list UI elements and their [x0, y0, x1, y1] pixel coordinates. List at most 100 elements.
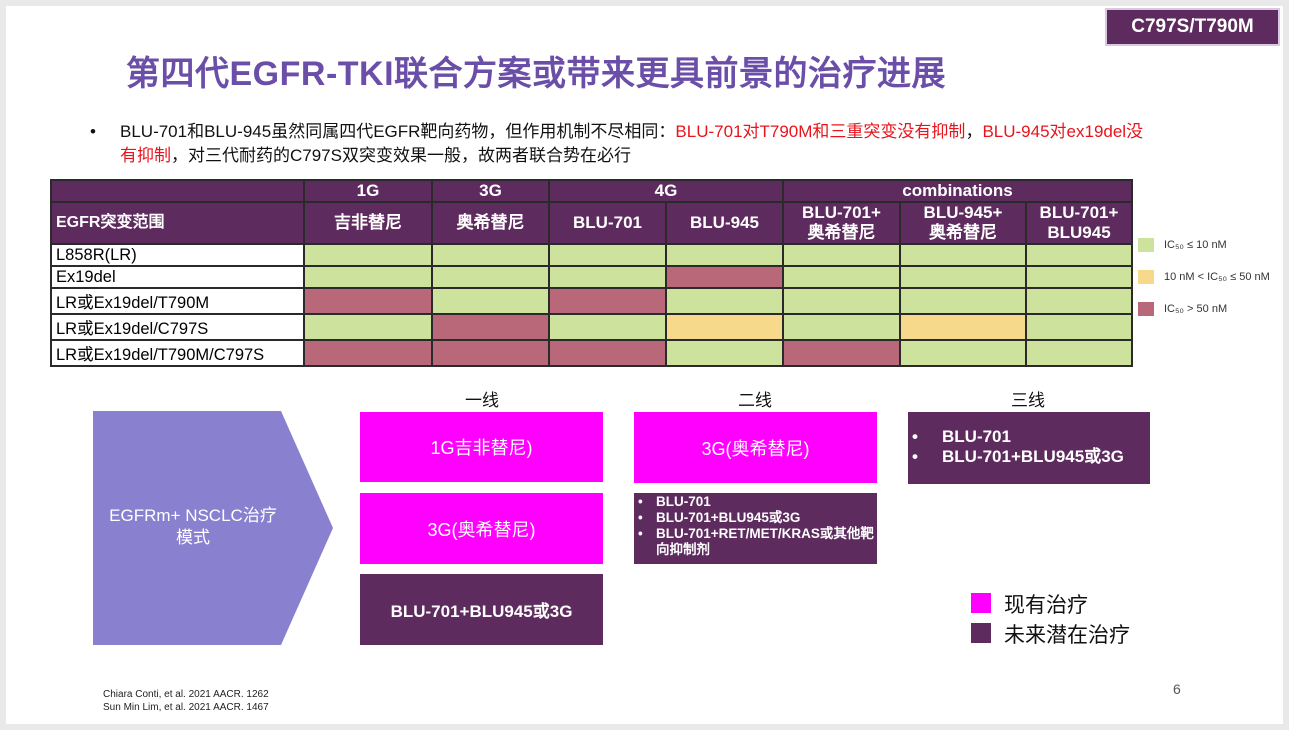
ic50-cell — [665, 339, 784, 367]
second-line-heading: 二线 — [738, 391, 772, 410]
key-label: 未来潜在治疗 — [1004, 624, 1130, 647]
bullet-red-1: BLU-701对T790M和三重突变没有抑制 — [675, 122, 966, 141]
bullet-red-2: BLU-945对ex19del没有抑制 — [120, 122, 1144, 165]
combo-line: 奥希替尼 — [929, 223, 997, 242]
mutation-label: LR或Ex19del/C797S — [50, 313, 305, 341]
ic50-cell — [548, 339, 667, 367]
ic50-cell — [431, 287, 550, 315]
ic50-cell — [548, 287, 667, 315]
ic50-cell — [665, 243, 784, 267]
list-item: BLU-701 — [634, 494, 877, 510]
drug-header: BLU-945 — [665, 201, 784, 245]
ic50-cell — [303, 243, 433, 267]
ic50-cell — [303, 265, 433, 289]
combo-header: BLU-701+BLU945 — [1025, 201, 1133, 245]
table-row: L858R(LR) — [50, 243, 1133, 267]
table-row: Ex19del — [50, 265, 1133, 289]
mutation-label: LR或Ex19del/T790M — [50, 287, 305, 315]
bullet-dot: • — [90, 122, 96, 141]
ic50-cell — [782, 243, 901, 267]
ic50-cell — [1025, 313, 1133, 341]
second-line-future-list: BLU-701 BLU-701+BLU945或3G BLU-701+RET/ME… — [634, 493, 877, 564]
ic50-cell — [1025, 339, 1133, 367]
combo-header: BLU-701+奥希替尼 — [782, 201, 901, 245]
ic50-cell — [431, 243, 550, 267]
legend-label: IC₅₀ > 50 nM — [1164, 303, 1228, 315]
combo-line: BLU945 — [1047, 223, 1111, 242]
combo-line: BLU-945+ — [923, 203, 1003, 222]
list-item: BLU-701 — [908, 427, 1150, 447]
ic50-cell — [899, 265, 1027, 289]
key-swatch — [971, 593, 991, 613]
ic50-cell — [782, 287, 901, 315]
bullet-part-5: ，对三代耐药的C797S双突变效果一般，故两者联合势在必行 — [171, 146, 631, 165]
treatment-mode-label: EGFRm+ NSCLC治疗模式 — [93, 505, 293, 549]
ic50-cell — [899, 339, 1027, 367]
ic50-cell — [548, 313, 667, 341]
ic50-cell — [1025, 287, 1133, 315]
row-header-label: EGFR突变范围 — [50, 201, 305, 245]
group-3g: 3G — [431, 179, 550, 203]
second-line-osimertinib: 3G(奥希替尼) — [634, 412, 877, 483]
ic50-cell — [665, 313, 784, 341]
bullet-part-3: ， — [965, 122, 983, 141]
treatment-arrow-shape — [93, 411, 333, 645]
ic50-table: 1G 3G 4G combinations EGFR突变范围 吉非替尼 奥希替尼… — [50, 179, 1133, 367]
topic-tag: C797S/T790M — [1105, 8, 1280, 46]
combo-header: BLU-945+奥希替尼 — [899, 201, 1027, 245]
table-row: LR或Ex19del/T790M — [50, 287, 1133, 315]
drug-header: 奥希替尼 — [431, 201, 550, 245]
mode-line-2: 模式 — [176, 528, 210, 547]
legend-swatch — [1138, 302, 1154, 316]
ic50-cell — [1025, 243, 1133, 267]
ic50-cell — [899, 287, 1027, 315]
list-item: BLU-701+BLU945或3G — [908, 447, 1150, 467]
reference: Chiara Conti, et al. 2021 AACR. 1262 — [103, 689, 269, 700]
first-line-osimertinib: 3G(奥希替尼) — [360, 493, 603, 564]
bullet-paragraph: • BLU-701和BLU-945虽然同属四代EGFR靶向药物，但作用机制不尽相… — [90, 120, 1150, 168]
ic50-cell — [782, 313, 901, 341]
table-corner — [50, 179, 305, 203]
ic50-cell — [548, 243, 667, 267]
ic50-cell — [665, 265, 784, 289]
ic50-cell — [548, 265, 667, 289]
drug-header: 吉非替尼 — [303, 201, 433, 245]
combo-line: BLU-701+ — [1039, 203, 1119, 222]
group-combinations: combinations — [782, 179, 1133, 203]
drug-header: BLU-701 — [548, 201, 667, 245]
first-line-future-combo: BLU-701+BLU945或3G — [360, 574, 603, 645]
ic50-cell — [899, 243, 1027, 267]
reference: Sun Min Lim, et al. 2021 AACR. 1467 — [103, 702, 269, 713]
group-4g: 4G — [548, 179, 784, 203]
ic50-cell — [782, 339, 901, 367]
ic50-cell — [665, 287, 784, 315]
bullet-part-1: BLU-701和BLU-945虽然同属四代EGFR靶向药物，但作用机制不尽相同： — [120, 122, 676, 141]
ic50-cell — [303, 339, 433, 367]
ic50-cell — [303, 287, 433, 315]
combo-line: BLU-701+ — [802, 203, 881, 222]
legend-label: IC₅₀ ≤ 10 nM — [1164, 239, 1227, 251]
page-number: 6 — [1173, 681, 1181, 697]
first-line-heading: 一线 — [465, 391, 499, 410]
ic50-cell — [782, 265, 901, 289]
list-item: BLU-701+RET/MET/KRAS或其他靶向抑制剂 — [634, 526, 877, 558]
ic50-cell — [1025, 265, 1133, 289]
combo-line: 奥希替尼 — [807, 223, 876, 242]
slide-title: 第四代EGFR-TKI联合方案或带来更具前景的治疗进展 — [126, 55, 947, 93]
key-label: 现有治疗 — [1004, 594, 1088, 617]
references: Chiara Conti, et al. 2021 AACR. 1262 Sun… — [103, 688, 269, 714]
table-row: LR或Ex19del/C797S — [50, 313, 1133, 341]
legend-label: 10 nM < IC₅₀ ≤ 50 nM — [1164, 271, 1270, 283]
table-row: LR或Ex19del/T790M/C797S — [50, 339, 1133, 367]
group-1g: 1G — [303, 179, 433, 203]
legend-swatch — [1138, 238, 1154, 252]
mutation-label: Ex19del — [50, 265, 305, 289]
first-line-gefitinib: 1G吉非替尼) — [360, 412, 603, 482]
mutation-label: LR或Ex19del/T790M/C797S — [50, 339, 305, 367]
ic50-cell — [431, 265, 550, 289]
mode-line-1: EGFRm+ NSCLC治疗 — [109, 506, 277, 525]
ic50-cell — [431, 313, 550, 341]
mutation-label: L858R(LR) — [50, 243, 305, 267]
bullet-text: BLU-701和BLU-945虽然同属四代EGFR靶向药物，但作用机制不尽相同：… — [120, 120, 1150, 168]
third-line-future-list: BLU-701 BLU-701+BLU945或3G — [908, 412, 1150, 484]
